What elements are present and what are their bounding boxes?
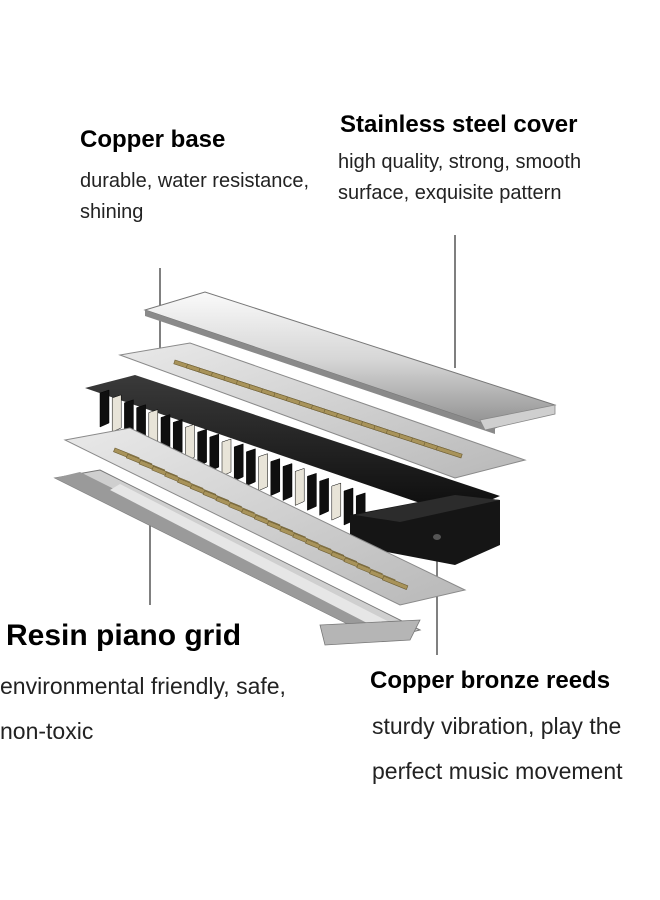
comb-tooth (221, 438, 232, 477)
reed-slot (381, 575, 409, 590)
copper-base-title: Copper base (80, 126, 226, 153)
comb-screw-hole (433, 534, 441, 540)
comb-tooth (185, 423, 195, 462)
comb-tooth (270, 458, 281, 496)
lower-reed-plate (63, 427, 467, 606)
resin-piano-grid-description: environmental friendly, safe, non-toxic (0, 673, 286, 744)
stainless-steel-cover-description: high quality, strong, smooth surface, ex… (338, 151, 582, 204)
upper-reed-slots (173, 359, 463, 459)
comb-tooth (111, 394, 122, 433)
comb-tooth (209, 433, 220, 472)
comb-tooth (294, 468, 305, 506)
upper-reed-plate (118, 342, 527, 479)
comb-tooth (331, 482, 342, 521)
resin-piano-grid-title: Resin piano grid (6, 619, 242, 652)
copper-base-description: durable, water resistance, shining (80, 170, 310, 223)
lower-reed-slots (113, 447, 409, 590)
comb-tooth (172, 419, 183, 457)
comb-tooth (282, 463, 293, 501)
stainless-steel-cover-bottom (53, 469, 422, 646)
stainless-steel-cover-title: Stainless steel cover (340, 111, 578, 138)
copper-bronze-reeds-title: Copper bronze reeds (370, 667, 611, 694)
comb-tooth (319, 477, 329, 516)
comb-tooth (233, 443, 244, 482)
copper-bronze-reeds-description: sturdy vibration, play the perfect music… (372, 713, 623, 784)
comb-tooth (246, 448, 256, 487)
stainless-steel-cover-top (143, 291, 557, 434)
comb-tooth (197, 428, 207, 467)
comb-tooth (258, 453, 268, 492)
resin-piano-grid-comb (85, 375, 500, 565)
comb-tooth (307, 472, 317, 511)
reed-slot (435, 445, 463, 459)
comb-tooth (99, 389, 110, 428)
